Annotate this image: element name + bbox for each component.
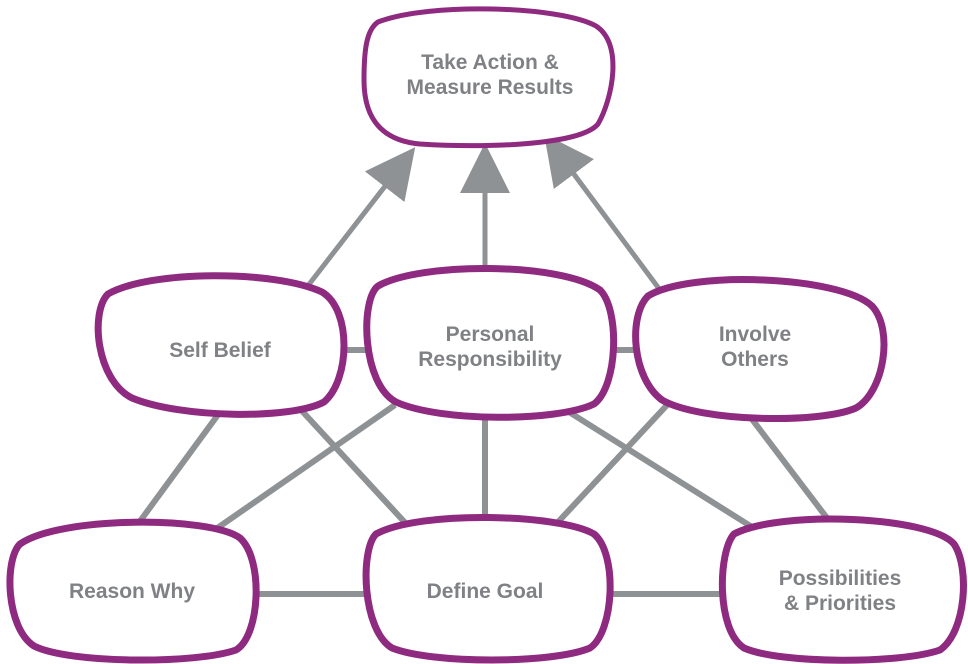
- node-self-belief: [94, 272, 348, 418]
- connector-personal-possibilities: [551, 399, 762, 535]
- node-define-goal: [362, 514, 614, 664]
- connector-personal-reason: [198, 402, 397, 543]
- node-reason-why: [6, 518, 260, 664]
- connector-self-belief-reason: [132, 410, 223, 530]
- node-take-action: [361, 6, 616, 149]
- arrow-involve-to-top: [544, 133, 663, 292]
- node-involve-others: [632, 276, 888, 422]
- connector-self-belief-define: [287, 395, 413, 531]
- connector-involve-define: [542, 401, 671, 539]
- node-possibilities-priorities: [718, 515, 967, 664]
- node-personal-responsibility: [363, 265, 618, 421]
- arrow-self-belief-to-top: [298, 147, 416, 298]
- connector-involve-possibilities: [742, 408, 833, 524]
